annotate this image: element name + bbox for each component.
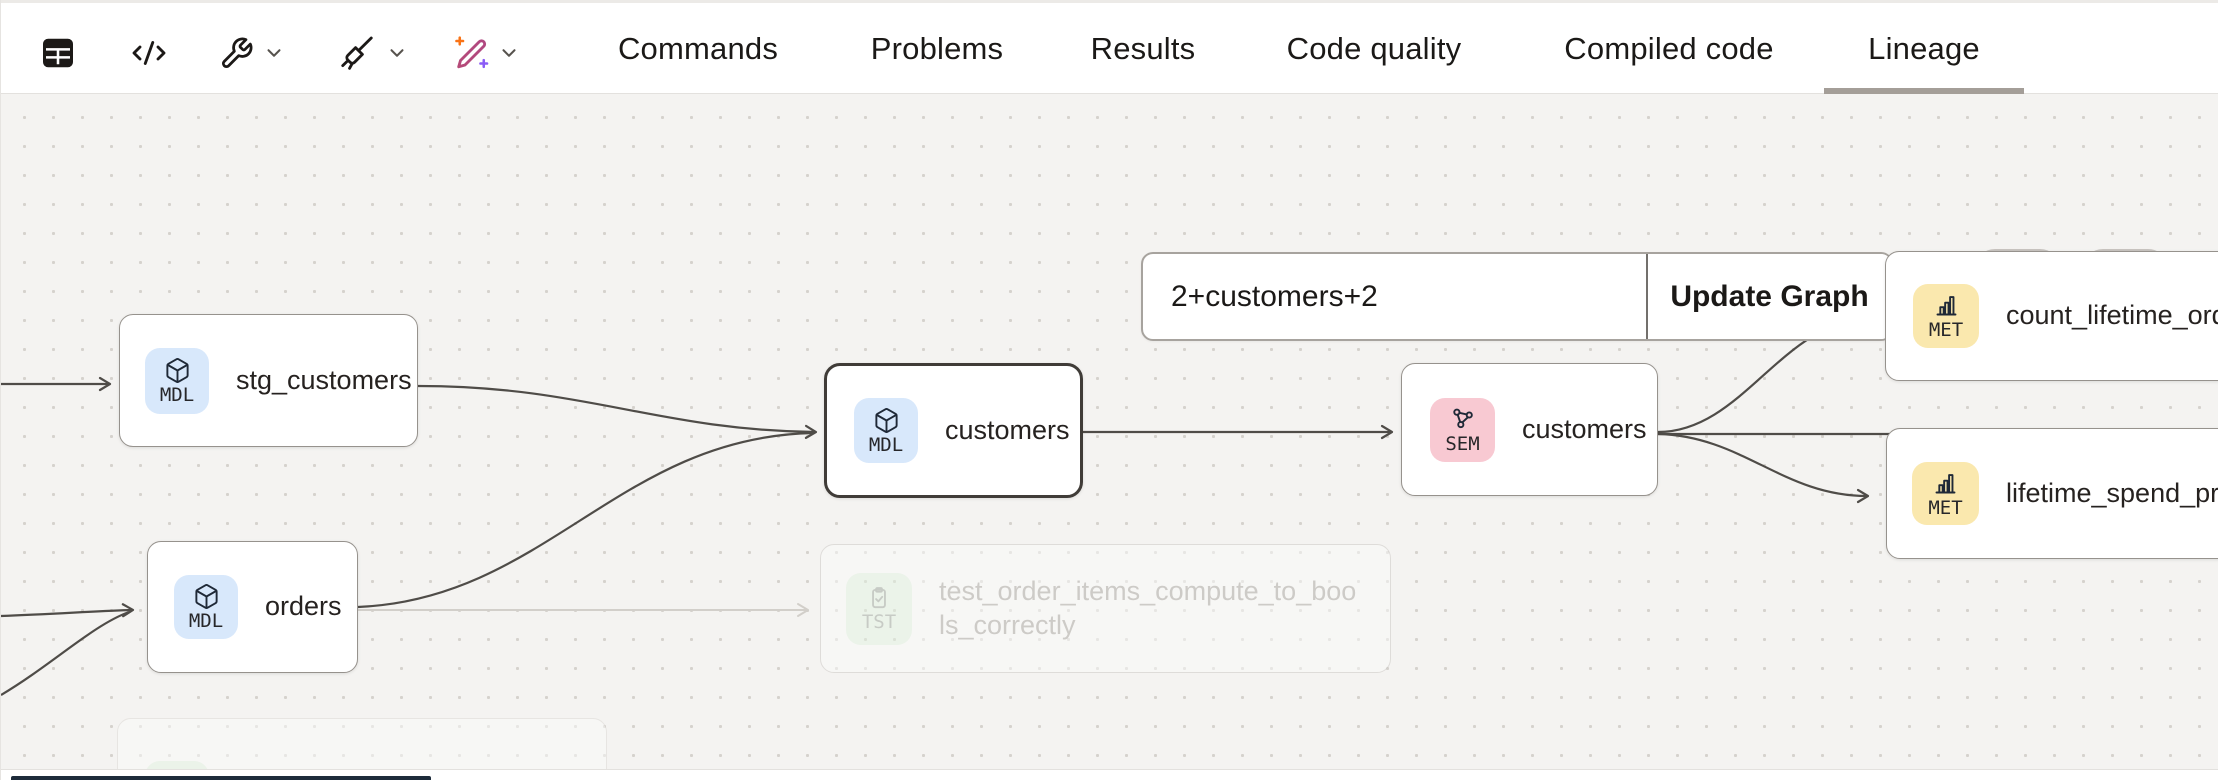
cube-icon (874, 407, 898, 433)
model-badge: MDL (854, 398, 918, 463)
metric-badge: MET (1912, 462, 1979, 525)
node-label: lifetime_spend_pretax (2006, 477, 2218, 508)
bar-chart-icon (1936, 296, 1956, 316)
tab-compiled-code[interactable]: Compiled code (1564, 31, 1774, 66)
badge-code: MET (1928, 319, 1964, 341)
badge-code: MDL (159, 383, 195, 406)
chevron-down-icon[interactable] (386, 42, 408, 64)
badge-code: MDL (188, 610, 224, 632)
test-badge: TST (846, 572, 912, 645)
table-icon[interactable] (40, 33, 76, 73)
update-graph-button[interactable]: Update Graph (1648, 254, 1891, 339)
node-partial-bottom[interactable] (117, 718, 607, 769)
status-bar-sliver (11, 776, 431, 780)
chevron-down-icon[interactable] (498, 42, 520, 64)
node-orders[interactable]: MDL orders (147, 541, 358, 673)
bar-chart-icon (1935, 473, 1956, 493)
chevron-down-icon[interactable] (263, 42, 285, 64)
badge-code: MET (1928, 496, 1963, 519)
node-label: count_lifetime_orders (2006, 300, 2218, 331)
badge-code: SEM (1445, 432, 1480, 455)
node-label: test_order_items_compute_to_bools_correc… (939, 575, 1357, 640)
broom-icon[interactable] (337, 33, 408, 73)
active-tab-indicator (1824, 88, 2024, 95)
panel-bottom-strip (1, 769, 2218, 780)
graph-query-control: Update Graph (1141, 252, 1893, 341)
node-customers-semantic[interactable]: SEM customers (1401, 363, 1658, 496)
tab-code-quality[interactable]: Code quality (1286, 31, 1462, 66)
semantic-badge: SEM (1430, 397, 1495, 462)
tab-lineage[interactable]: Lineage (1868, 31, 1980, 66)
node-lifetime-spend-pretax[interactable]: MET lifetime_spend_pretax (1886, 428, 2218, 559)
node-label: stg_customers (236, 364, 412, 395)
wrench-icon[interactable] (219, 33, 285, 73)
divider (1646, 254, 1648, 339)
node-label: customers (1522, 413, 1647, 444)
node-count-lifetime-orders[interactable]: MET count_lifetime_orders (1885, 251, 2218, 381)
clipboard-check-icon (872, 587, 886, 609)
tab-commands[interactable]: Commands (617, 31, 779, 66)
node-customers-model[interactable]: MDL customers (824, 363, 1083, 498)
cube-icon (165, 357, 189, 383)
badge-code: MDL (868, 433, 904, 456)
node-label: customers (945, 414, 1070, 445)
model-badge: MDL (145, 347, 209, 414)
network-icon (1453, 408, 1473, 428)
tab-results[interactable]: Results (1090, 31, 1196, 66)
magic-wand-icon[interactable] (453, 33, 520, 73)
node-test-order-items[interactable]: TST test_order_items_compute_to_bools_co… (820, 544, 1391, 673)
top-toolbar: Commands Problems Results Code quality C… (1, 0, 2218, 95)
lineage-canvas[interactable]: Update Graph MDL stg_customers (1, 94, 2218, 769)
code-icon[interactable] (129, 33, 169, 73)
node-stg-customers[interactable]: MDL stg_customers (119, 314, 418, 447)
graph-query-input[interactable] (1143, 254, 1646, 339)
badge-code: TST (861, 611, 897, 633)
model-badge: MDL (174, 575, 238, 639)
badge (145, 761, 209, 769)
tab-problems[interactable]: Problems (870, 31, 1004, 66)
cube-icon (194, 584, 218, 609)
node-label: orders (265, 591, 342, 622)
metric-badge: MET (1913, 284, 1979, 348)
